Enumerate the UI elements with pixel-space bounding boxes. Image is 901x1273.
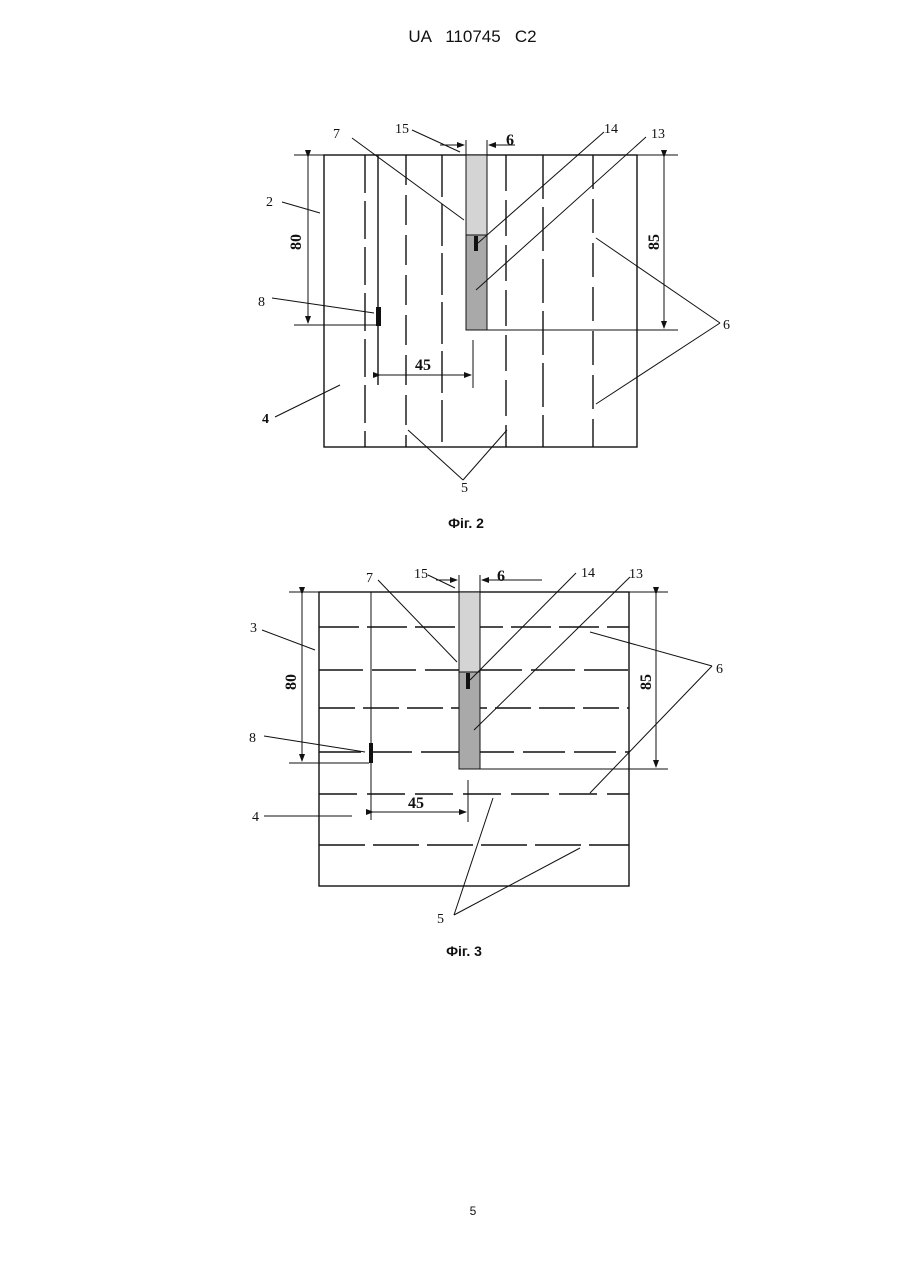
dimension-80-label: 80	[283, 674, 300, 690]
label-7: 7	[366, 571, 373, 586]
label-5: 5	[437, 912, 444, 927]
dimension-45-label: 45	[408, 795, 424, 812]
marker-14	[466, 673, 470, 689]
dimension-6-label: 6	[497, 568, 505, 585]
figure-3-caption: Фіг. 3	[414, 943, 514, 959]
marker-8	[369, 743, 373, 763]
label-15: 15	[414, 567, 428, 582]
label-13: 13	[629, 567, 643, 582]
label-14: 14	[581, 566, 595, 581]
strip-15	[459, 592, 480, 672]
dimension-85-label: 85	[638, 674, 655, 690]
page-number: 5	[0, 1204, 901, 1218]
figure-3-drawing: 3 7 15 14 13 6 8 4 5 45 6 80 85	[0, 0, 901, 960]
label-6: 6	[716, 662, 723, 677]
label-3: 3	[250, 621, 257, 636]
label-4: 4	[252, 810, 259, 825]
label-8: 8	[249, 731, 256, 746]
